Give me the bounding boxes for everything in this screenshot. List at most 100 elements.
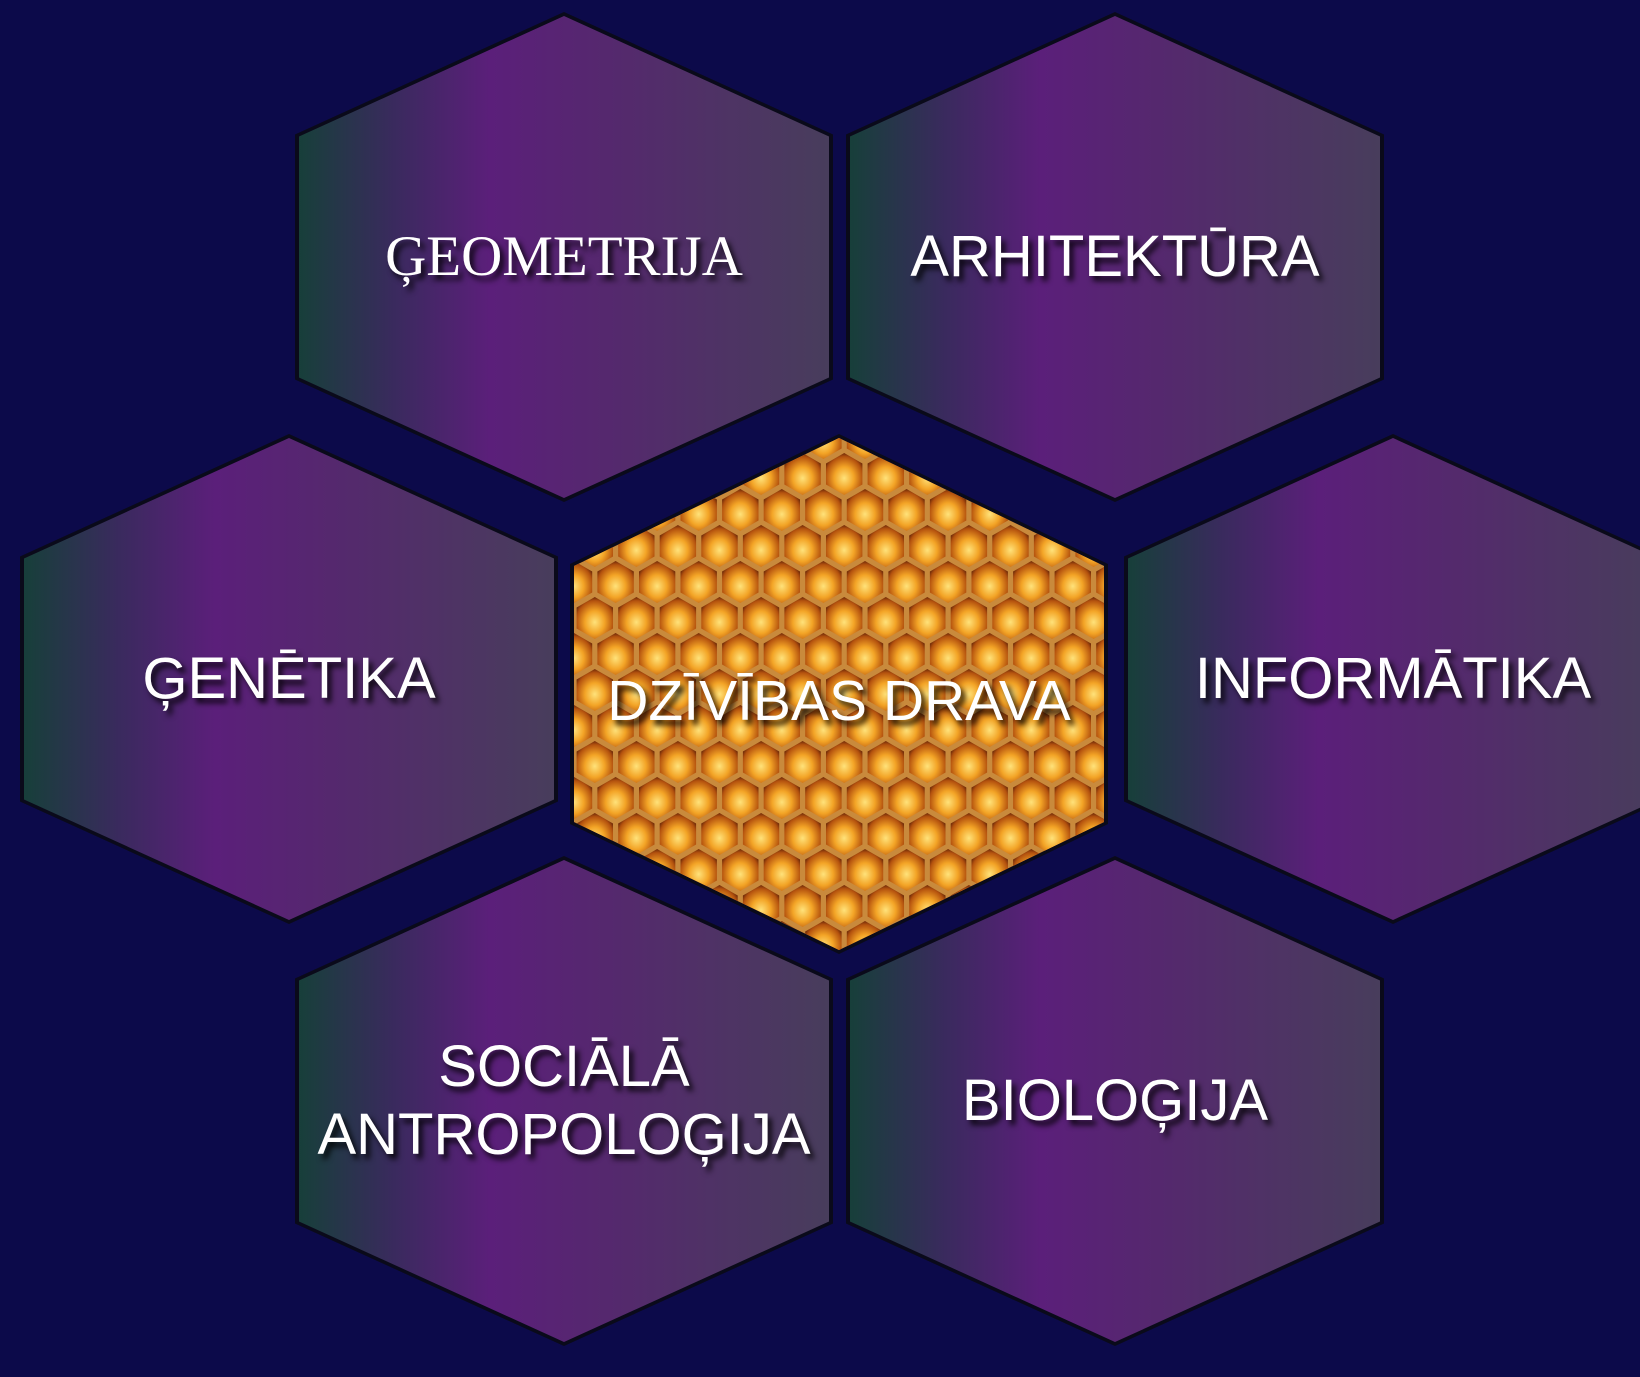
hex-label-genetika: ĢENĒTIKA: [142, 646, 436, 712]
hex-node-informatika: INFORMĀTIKA: [1124, 434, 1640, 924]
honeycomb-cell: [1054, 561, 1091, 603]
honeycomb-cell: [1013, 705, 1050, 747]
honeycomb-cell: [805, 921, 842, 950]
honeycomb-cell: [888, 849, 925, 891]
honeycomb-cell: [929, 561, 967, 603]
honeycomb-cell: [1054, 777, 1091, 819]
hex-label-biologija: BIOLOĢIJA: [961, 1068, 1269, 1134]
honeycomb-cell: [701, 525, 738, 567]
honeycomb-cell: [1013, 777, 1050, 819]
honeycomb-cell: [867, 669, 904, 711]
honeycomb-cell: [763, 561, 800, 603]
honeycomb-cell: [784, 741, 821, 783]
honeycomb-cell: [742, 669, 780, 711]
honeycomb-cell: [784, 885, 821, 927]
honeycomb-cell: [971, 633, 1008, 675]
honeycomb-cell: [971, 777, 1008, 819]
honeycomb-cell: [909, 741, 946, 783]
honeycomb-cell: [1033, 669, 1071, 711]
honeycomb-cell: [805, 561, 842, 603]
honeycomb-cell: [805, 705, 842, 747]
honeycomb-cell: [950, 813, 988, 855]
honeycomb-cell: [929, 705, 967, 747]
honeycomb-cell: [971, 705, 1008, 747]
honeycomb-cell: [909, 597, 946, 639]
honeycomb-cell: [1013, 561, 1050, 603]
honeycomb-cell: [888, 633, 925, 675]
honeycomb-cell: [784, 669, 821, 711]
honeycomb-cell: [888, 561, 925, 603]
honeycomb-cell: [1075, 741, 1104, 783]
honeycomb-cell: [722, 849, 759, 891]
honeycomb-cell: [992, 597, 1029, 639]
honeycomb-cell: [929, 777, 967, 819]
honeycomb-cell: [929, 438, 967, 459]
honeycomb-cell: [867, 741, 904, 783]
honeycomb-cell: [929, 633, 967, 675]
honeycomb-cell: [867, 597, 904, 639]
honeycomb-cell: [597, 705, 634, 747]
honeycomb-cell: [846, 705, 884, 747]
honeycomb-cell: [784, 597, 821, 639]
honeycomb-cell: [574, 633, 593, 675]
honeycomb-cell: [742, 525, 780, 567]
honeycomb-cell: [950, 597, 988, 639]
hex-node-geometrija: ĢEOMETRIJA: [295, 12, 833, 502]
honeycomb-cell: [909, 813, 946, 855]
honeycomb-cell: [701, 669, 738, 711]
honeycomb-cell: [680, 561, 717, 603]
honeycomb-cell: [826, 525, 863, 567]
honeycomb-cell: [909, 669, 946, 711]
honeycomb-cell: [846, 849, 884, 891]
honeycomb-cell: [722, 489, 759, 531]
honeycomb-cell: [826, 813, 863, 855]
honeycomb-cell: [618, 597, 655, 639]
honeycomb-cell: [992, 813, 1029, 855]
honeycomb-cell: [846, 489, 884, 531]
hex-label-geometrija: ĢEOMETRIJA: [385, 224, 743, 288]
honeycomb-cell: [888, 438, 925, 459]
honeycomb-cell: [805, 777, 842, 819]
honeycomb-cell: [618, 813, 655, 855]
honeycomb-cell: [576, 597, 613, 639]
honeycomb-cell: [680, 777, 717, 819]
honeycomb-cell: [888, 777, 925, 819]
honeycomb-cell: [1075, 597, 1104, 639]
honeycomb-cell: [722, 705, 759, 747]
hex-label-arhitektura: ARHITEKTŪRA: [910, 224, 1320, 290]
honeycomb-cell: [722, 777, 759, 819]
honeycomb-cell: [639, 561, 676, 603]
honeycomb-cell: [1054, 489, 1091, 531]
honeycomb-cell: [680, 633, 717, 675]
honeycomb-cell: [971, 561, 1008, 603]
honeycomb-cell: [701, 741, 738, 783]
honeycomb-cell: [888, 705, 925, 747]
honeycomb-cell: [680, 705, 717, 747]
hex-node-genetika: ĢENĒTIKA: [20, 434, 558, 924]
honeycomb-cell: [576, 669, 613, 711]
honeycomb-cell: [763, 777, 800, 819]
honeycomb-cell: [784, 813, 821, 855]
honeycomb-cell: [1054, 633, 1091, 675]
honeycomb-cell: [950, 741, 988, 783]
honeycomb-cell: [1033, 597, 1071, 639]
honeycomb-cell: [659, 669, 697, 711]
honeycomb-cell: [574, 561, 593, 603]
honeycomb-cell: [1075, 669, 1104, 711]
honeycomb-cell: [701, 813, 738, 855]
honeycomb-cell: [763, 633, 800, 675]
honeycomb-cell: [742, 597, 780, 639]
hex-node-arhitektura: ARHITEKTŪRA: [846, 12, 1384, 502]
honeycomb-cell: [805, 633, 842, 675]
honeycomb-cell: [950, 669, 988, 711]
honeycomb-cell: [929, 489, 967, 531]
honeycomb-cell: [659, 525, 697, 567]
hex-label-sociala-antropologija: SOCIĀLĀ ANTROPOLOĢIJA: [317, 1034, 811, 1167]
honeycomb-cell: [950, 453, 988, 495]
honeycomb-cell: [701, 453, 738, 495]
honeycomb-cell: [701, 597, 738, 639]
honeycomb-cell: [992, 525, 1029, 567]
honeycomb-cell: [576, 741, 613, 783]
honeycomb-cell: [722, 561, 759, 603]
honeycomb-cell: [846, 561, 884, 603]
